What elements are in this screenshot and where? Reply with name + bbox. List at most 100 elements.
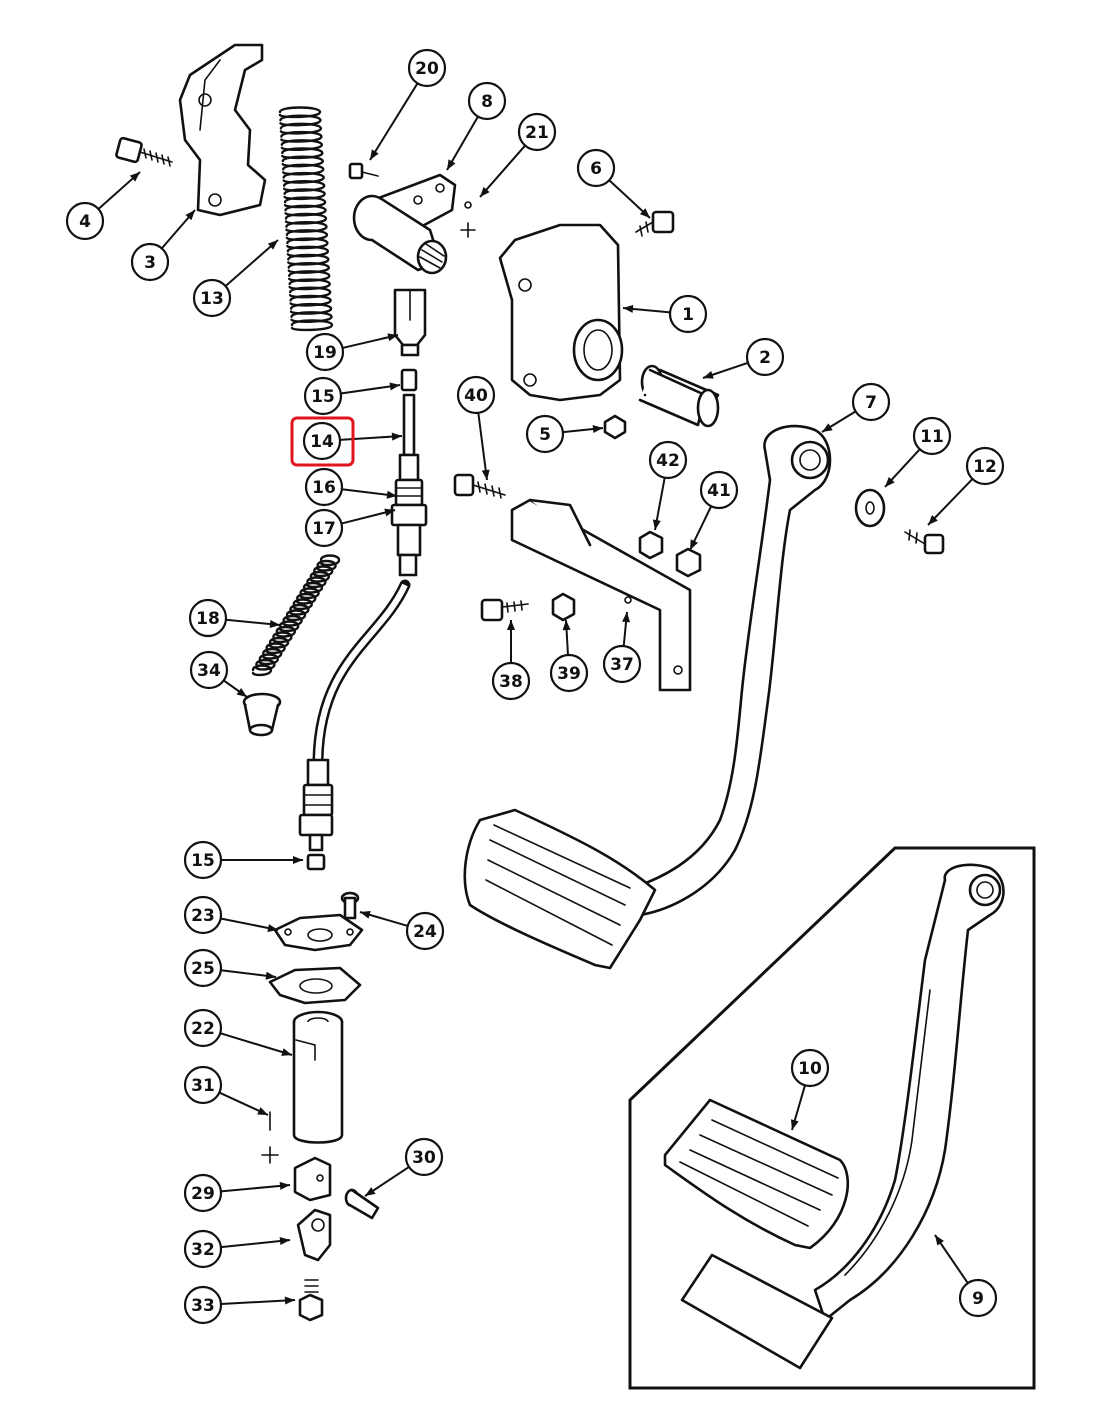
callout-41: 41 [699,470,739,510]
bolt-part-40 [453,473,506,499]
callout-circle-4 [65,201,105,241]
callout-23: 23 [183,895,223,935]
callout-circle-22 [183,1008,223,1048]
callout-circle-25 [183,948,223,988]
arrow-head-8 [447,159,456,170]
arrow-head-33 [284,1296,295,1305]
pin-part-31 [261,1111,279,1164]
callout-circle-20 [407,48,447,88]
arrow-head-15 [389,382,400,391]
callout-number-39: 39 [557,664,581,684]
callout-circle-2 [745,337,785,377]
callout-circle-14 [302,421,342,461]
gasket-part-25 [268,966,362,1005]
arrow-head-38 [507,620,515,630]
callout-18: 18 [188,598,228,638]
callout-circle-37 [602,644,642,684]
callout-37: 37 [602,644,642,684]
callout-circle-1 [668,294,708,334]
callout-20: 20 [407,48,447,88]
bracket-part [178,43,267,217]
callout-circle-21 [517,112,557,152]
arrow-head-30 [365,1187,376,1196]
lever-shaft-part [352,173,457,275]
arrow-head-29 [279,1181,290,1190]
callout-5: 5 [525,414,565,454]
callout-12: 12 [965,446,1005,486]
arrow-head-41 [690,539,698,550]
arrow-head-19 [387,333,398,342]
callout-40: 40 [456,375,496,415]
arrow-head-9 [935,1235,944,1246]
callout-13: 13 [192,278,232,318]
clevis-part-19 [393,288,427,357]
arrow-head-16 [386,490,397,499]
callout-38: 38 [491,661,531,701]
callout-11: 11 [912,416,952,456]
grommet-part-34 [242,692,282,737]
nut-part-39 [551,592,576,622]
callout-number-11: 11 [920,427,944,447]
callout-number-37: 37 [610,655,634,675]
pedal-arm-part-7 [623,424,832,917]
arrow-head-4 [129,172,140,182]
arrow-head-31 [257,1107,268,1115]
callout-24: 24 [405,911,445,951]
callout-number-14: 14 [310,432,334,452]
callout-2: 2 [745,337,785,377]
arrow-head-40 [481,469,490,480]
highlight-box-part-14 [290,416,355,467]
arrow-head-37 [622,612,631,623]
rod-end-part-32 [296,1208,332,1262]
washer-part-11 [854,488,886,528]
arrow-head-13 [267,240,278,250]
callout-number-18: 18 [196,609,220,629]
nut-part-15-top [400,368,418,392]
callout-number-6: 6 [590,159,602,179]
callout-31: 31 [183,1065,223,1105]
callout-circle-41 [699,470,739,510]
callout-circle-9 [958,1278,998,1318]
callout-circle-42 [648,440,688,480]
callout-circle-23 [183,895,223,935]
arrow-head-3 [185,210,195,221]
arrow-head-25 [265,971,276,980]
callout-circle-13 [192,278,232,318]
arrow-head-21 [480,186,490,197]
callout-42: 42 [648,440,688,480]
callout-9: 9 [958,1278,998,1318]
arrow-head-17 [384,508,395,517]
inset-frame [628,846,1036,1390]
callout-number-19: 19 [313,343,337,363]
arrow-head-11 [885,476,895,487]
cable-end-fittings [390,478,428,577]
bracket-plate-part-37 [510,498,692,692]
callout-number-13: 13 [200,289,224,309]
callout-number-32: 32 [191,1240,215,1260]
callout-circle-5 [525,414,565,454]
callout-number-3: 3 [144,253,156,273]
leader-line-32 [220,1239,291,1249]
callout-circle-17 [304,508,344,548]
callout-circle-15 [303,376,343,416]
callout-circle-24 [405,911,445,951]
callout-circle-30 [404,1137,444,1177]
bolt-part-6 [635,210,675,237]
lower-cable-fittings [298,758,334,871]
callout-number-29: 29 [191,1184,215,1204]
callout-7: 7 [851,382,891,422]
callout-number-4: 4 [79,212,91,232]
callout-32: 32 [183,1229,223,1269]
arrow-head-10 [790,1119,799,1130]
callout-4: 4 [65,201,105,241]
callout-17: 17 [304,508,344,548]
leader-line-8 [446,116,479,171]
callout-circle-12 [965,446,1005,486]
callout-33: 33 [183,1285,223,1325]
bushing-part-2 [638,364,720,428]
callout-circle-39 [549,653,589,693]
callout-number-15: 15 [311,387,335,407]
